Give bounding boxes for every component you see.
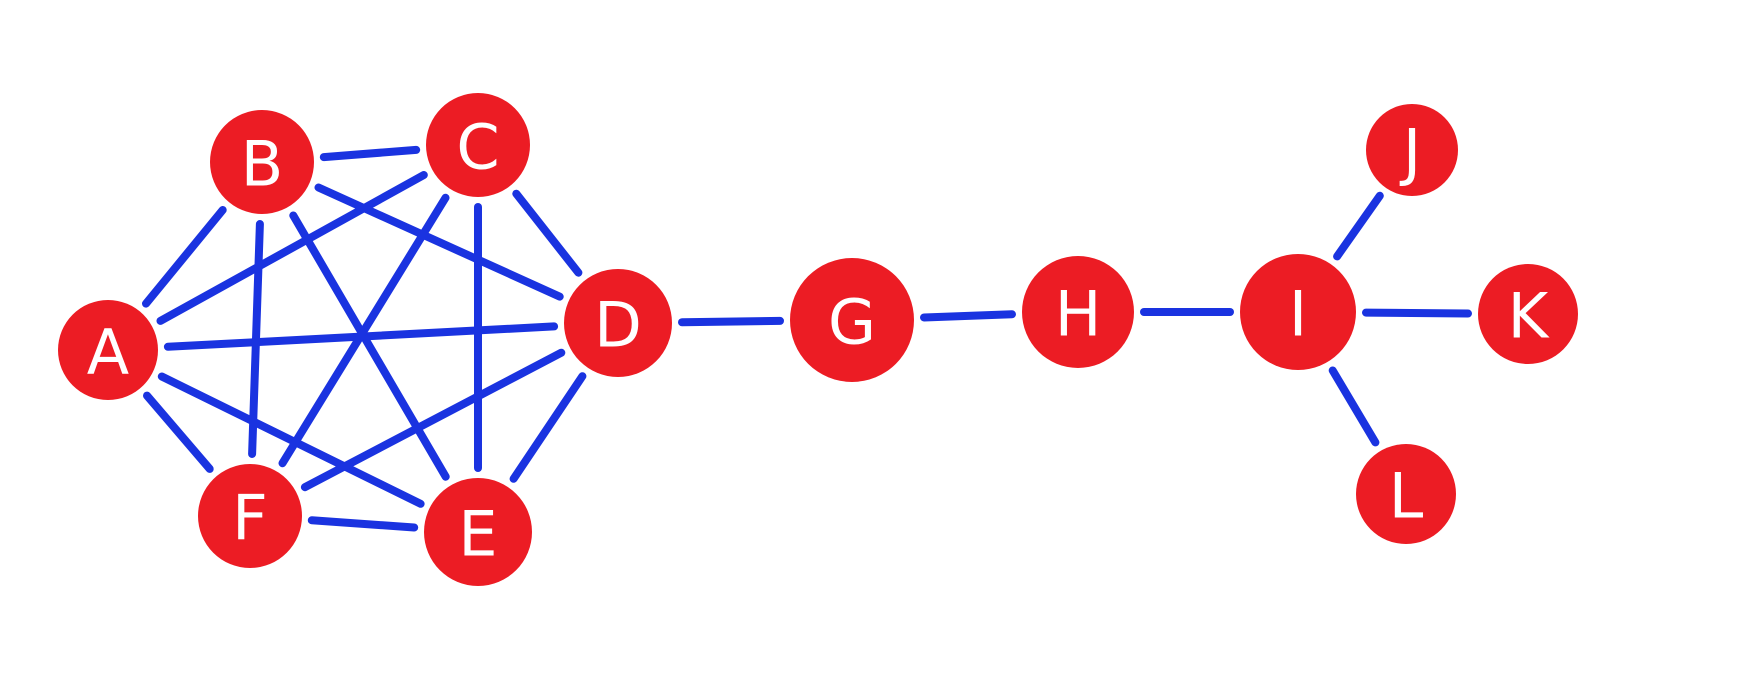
node-h: H <box>1022 256 1134 368</box>
node-label-g: G <box>828 286 876 359</box>
node-e: E <box>424 478 532 586</box>
edge-c-f <box>278 193 450 468</box>
node-l: L <box>1356 444 1456 544</box>
edge-e-f <box>307 516 419 532</box>
node-circle-d <box>564 269 672 377</box>
node-d: D <box>564 269 672 377</box>
edge-b-c <box>319 145 421 162</box>
edge-d-g <box>678 316 784 327</box>
edge-a-b <box>142 206 227 308</box>
node-label-h: H <box>1055 278 1102 351</box>
node-label-i: I <box>1289 278 1307 351</box>
edge-d-f <box>300 348 566 492</box>
node-label-e: E <box>458 498 497 571</box>
edge-d-e <box>509 372 587 483</box>
node-label-k: K <box>1508 280 1550 353</box>
edge-i-k <box>1362 308 1472 318</box>
edge-b-d <box>314 183 564 301</box>
node-label-b: B <box>241 128 284 201</box>
nodes-layer: A B C D E F G H I J K L <box>58 93 1578 586</box>
node-circle-b <box>210 110 314 214</box>
node-label-j: J <box>1399 116 1421 189</box>
node-a: A <box>58 300 158 400</box>
edges-layer <box>142 145 1472 532</box>
edge-a-c <box>156 171 428 325</box>
node-c: C <box>426 93 530 197</box>
node-circle-k <box>1478 264 1578 364</box>
node-circle-i <box>1240 254 1356 370</box>
edge-g-h <box>920 310 1016 322</box>
node-circle-f <box>198 464 302 568</box>
edge-b-f <box>248 220 264 458</box>
node-circle-a <box>58 300 158 400</box>
node-b: B <box>210 110 314 214</box>
node-circle-l <box>1356 444 1456 544</box>
edge-a-f <box>143 391 214 473</box>
node-circle-e <box>424 478 532 586</box>
node-label-f: F <box>232 482 268 555</box>
node-label-a: A <box>87 316 129 389</box>
node-label-d: D <box>594 289 642 362</box>
edge-i-l <box>1328 366 1380 447</box>
node-k: K <box>1478 264 1578 364</box>
node-label-l: L <box>1389 460 1424 533</box>
node-circle-g <box>790 258 914 382</box>
node-j: J <box>1366 104 1458 196</box>
edge-i-j <box>1333 191 1384 261</box>
node-circle-h <box>1022 256 1134 368</box>
edge-b-e <box>289 211 450 481</box>
node-i: I <box>1240 254 1356 370</box>
node-circle-c <box>426 93 530 197</box>
node-circle-j <box>1366 104 1458 196</box>
edge-a-e <box>157 372 425 508</box>
edge-c-d <box>512 189 583 277</box>
node-f: F <box>198 464 302 568</box>
node-g: G <box>790 258 914 382</box>
node-label-c: C <box>456 111 499 184</box>
